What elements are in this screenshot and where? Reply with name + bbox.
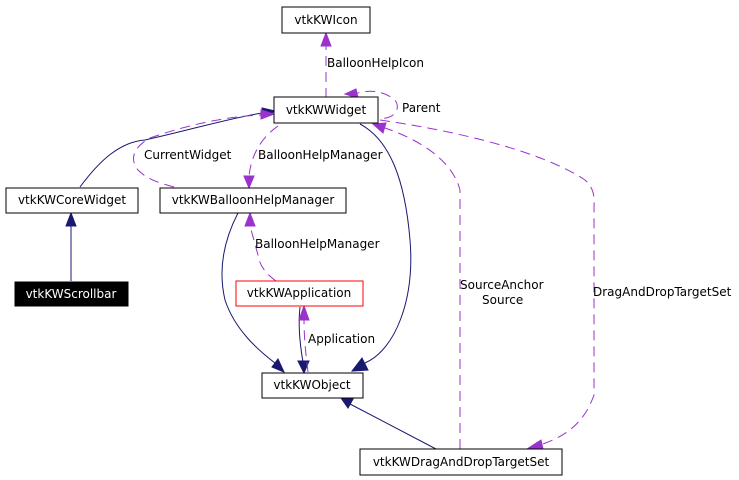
svg-text:vtkKWDragAndDropTargetSet: vtkKWDragAndDropTargetSet (373, 455, 550, 469)
edge-draganddroptargetset (379, 119, 595, 446)
edge-dnd-object (349, 403, 437, 450)
arrowhead-widget-object (350, 357, 369, 372)
edge-object-application (303, 317, 309, 373)
arrowhead-dnd-object (339, 397, 354, 409)
svg-text:vtkKWWidget: vtkKWWidget (286, 103, 367, 117)
edge-application-object (298, 306, 304, 363)
label-sourceanchor: SourceAnchor (460, 278, 544, 292)
arrowhead-currentwidget (260, 109, 276, 120)
label-application: Application (308, 332, 375, 346)
edge-widget-object (359, 123, 412, 364)
arrowhead-widget-balloonhelpmanager (243, 175, 255, 190)
label-balloonhelpmanager-1: BalloonHelpManager (258, 148, 383, 162)
node-vtkkwballoonhelpmanager[interactable]: vtkKWBalloonHelpManager (159, 187, 347, 214)
edge-currentwidget (133, 114, 263, 188)
arrowhead-application-balloonhelpmanager (244, 211, 256, 227)
node-vtkkwdraganddroptargetset[interactable]: vtkKWDragAndDropTargetSet (359, 448, 563, 476)
label-currentwidget: CurrentWidget (144, 148, 232, 162)
arrowhead-application-object (297, 360, 310, 375)
arrowhead-draganddroptargetset (525, 439, 544, 450)
node-vtkkwapplication[interactable]: vtkKWApplication (235, 280, 364, 307)
label-balloonhelpmanager-2: BalloonHelpManager (255, 237, 380, 251)
node-vtkkwcorewidget[interactable]: vtkKWCoreWidget (5, 187, 139, 214)
node-vtkkwwidget[interactable]: vtkKWWidget (273, 96, 379, 124)
edge-sourceanchor-source (384, 127, 461, 449)
label-parent: Parent (402, 101, 441, 115)
svg-text:vtkKWObject: vtkKWObject (273, 378, 350, 392)
svg-text:vtkKWScrollbar: vtkKWScrollbar (26, 287, 117, 301)
label-source: Source (482, 293, 523, 307)
node-vtkkwobject[interactable]: vtkKWObject (261, 372, 364, 399)
svg-text:vtkKWApplication: vtkKWApplication (247, 286, 351, 300)
label-draganddroptargetset: DragAndDropTargetSet (593, 285, 732, 299)
svg-text:vtkKWCoreWidget: vtkKWCoreWidget (18, 193, 126, 207)
arrowhead-sourceanchor-source (371, 122, 387, 134)
edge-parent (349, 90, 398, 119)
edge-widget-balloonhelpmanager (248, 125, 279, 179)
arrowhead-balloonhelpicon (320, 31, 332, 47)
arrowhead-parent (343, 88, 359, 99)
node-vtkkwscrollbar[interactable]: vtkKWScrollbar (14, 281, 129, 307)
svg-text:vtkKWBalloonHelpManager: vtkKWBalloonHelpManager (172, 193, 335, 207)
edge-balloonhelpmanager-object (221, 212, 276, 364)
arrowhead-balloonhelpmanager-object (271, 358, 285, 373)
arrowhead-object-application (298, 304, 310, 321)
node-vtkkwicon[interactable]: vtkKWIcon (281, 6, 371, 34)
svg-text:vtkKWIcon: vtkKWIcon (294, 13, 357, 27)
edge-corewidget-widget (79, 112, 263, 188)
label-balloonhelpicon: BalloonHelpIcon (327, 56, 424, 70)
edge-application-balloonhelpmanager (249, 225, 277, 282)
arrowhead-scrollbar-corewidget (65, 211, 77, 227)
